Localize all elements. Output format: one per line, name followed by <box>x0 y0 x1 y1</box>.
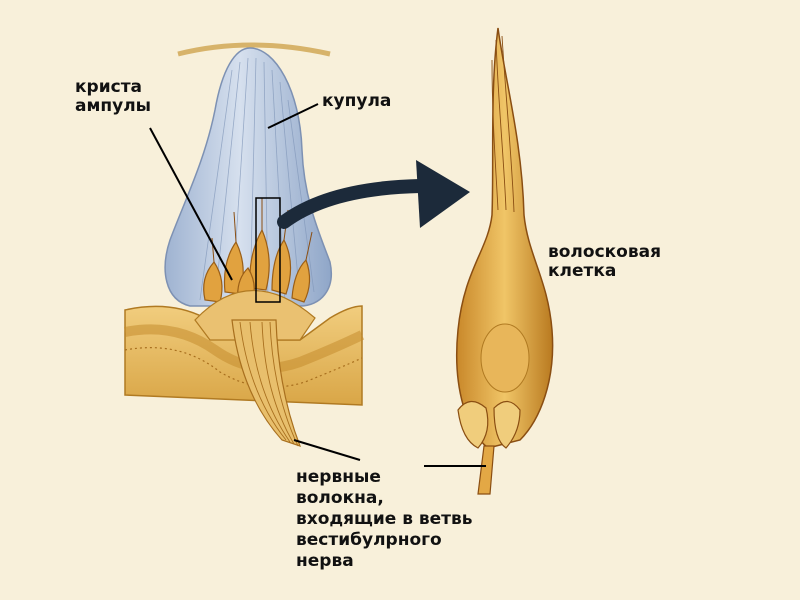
cupula-label: купула <box>322 92 391 111</box>
nerve-fibers-label-line-3: входящие в ветвь <box>296 509 473 530</box>
nerve-fibers-label-line-1: нервные <box>296 467 473 488</box>
nerve-leader-line <box>294 440 360 460</box>
nerve-fibers-label-line-4: вестибулрного <box>296 530 473 551</box>
crista-label: криста ампулы <box>75 78 151 116</box>
crista-label-line-1: криста <box>75 78 151 97</box>
hair-cell-nerve-fiber <box>478 446 494 494</box>
nerve-fibers-label: нервные волокна, входящие в ветвь вестиб… <box>296 467 473 572</box>
crista-label-line-2: ампулы <box>75 97 151 116</box>
hair-cell-label-line-2: клетка <box>548 262 661 281</box>
hair-cell-label: волосковая клетка <box>548 243 661 281</box>
nerve-fibers-label-line-5: нерва <box>296 551 473 572</box>
nerve-fibers-label-line-2: волокна, <box>296 488 473 509</box>
magnify-arrow-head <box>416 160 470 228</box>
hair-cell-nucleus <box>481 324 529 392</box>
hair-cell-label-line-1: волосковая <box>548 243 661 262</box>
cupula-label-text: купула <box>322 92 391 111</box>
